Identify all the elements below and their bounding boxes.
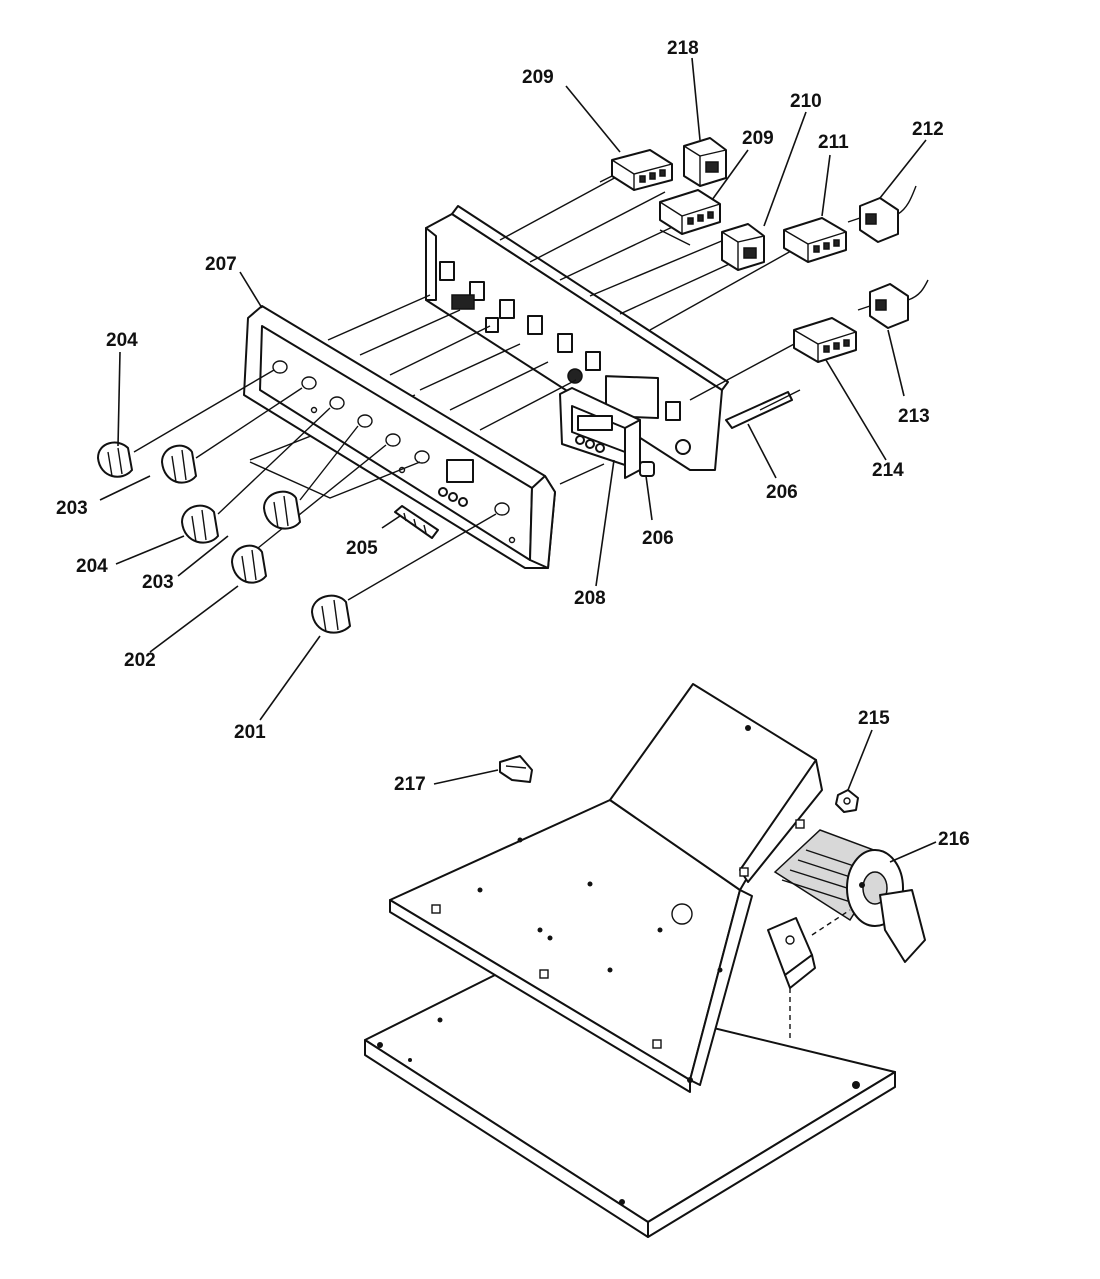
callout-211: 211: [818, 132, 849, 153]
switch-210: [721, 223, 765, 271]
callout-201: 201: [234, 722, 266, 743]
callout-214: 214: [872, 460, 904, 481]
clip-205: [394, 505, 439, 539]
pin-206-lower: [639, 461, 655, 477]
callout-210: 210: [790, 91, 822, 112]
callout-213: 213: [898, 406, 930, 427]
callout-218: 218: [667, 38, 699, 59]
motor-bracket: [767, 909, 851, 1040]
callout-204-top: 204: [106, 330, 138, 351]
callout-203-bottom: 203: [142, 572, 174, 593]
switch-213: [857, 279, 929, 329]
callout-204-bottom: 204: [76, 556, 108, 577]
knob-202: [231, 544, 267, 584]
callout-labels: 218 209 210 209 211 212 207 204 213 214 …: [56, 38, 970, 850]
switch-209-right: [659, 189, 721, 235]
switch-209-left: [599, 149, 673, 191]
switch-212: [847, 185, 917, 243]
convection-fan-motor: [773, 829, 926, 963]
pin-206-right: [725, 389, 801, 429]
switch-214: [793, 317, 857, 363]
callout-209-left: 209: [522, 67, 554, 88]
callout-209-right: 209: [742, 128, 774, 149]
switch-211: [783, 217, 847, 263]
callout-208: 208: [574, 588, 606, 609]
knob-204-top: [97, 441, 133, 478]
rear-control-panel: [425, 205, 729, 471]
callout-206-right: 206: [766, 482, 798, 503]
bottom-base-plate: [364, 974, 896, 1238]
front-panel-knob-holes: [272, 360, 516, 544]
callout-202: 202: [124, 650, 156, 671]
knob-holes-connection-lines: [133, 369, 497, 601]
clip-217: [499, 755, 533, 783]
front-control-panel: [243, 305, 556, 569]
callout-206-lower: 206: [642, 528, 674, 549]
panel-switch-windows: [439, 261, 681, 421]
callout-205: 205: [346, 538, 378, 559]
knob-203-bottom: [263, 490, 301, 530]
clock-timer-208: [559, 387, 641, 479]
callout-207: 207: [205, 254, 237, 275]
callout-215: 215: [858, 708, 890, 729]
knob-204-bottom: [181, 504, 219, 544]
knob-201: [311, 594, 351, 634]
upper-shelf-plate: [389, 683, 823, 1093]
knob-203-top: [161, 444, 197, 484]
callout-216: 216: [938, 829, 970, 850]
callout-217: 217: [394, 774, 426, 795]
leader-lines: [99, 57, 937, 863]
callout-203-top: 203: [56, 498, 88, 519]
nut-215: [835, 789, 859, 813]
switch-218: [683, 137, 727, 187]
callout-212: 212: [912, 119, 944, 140]
